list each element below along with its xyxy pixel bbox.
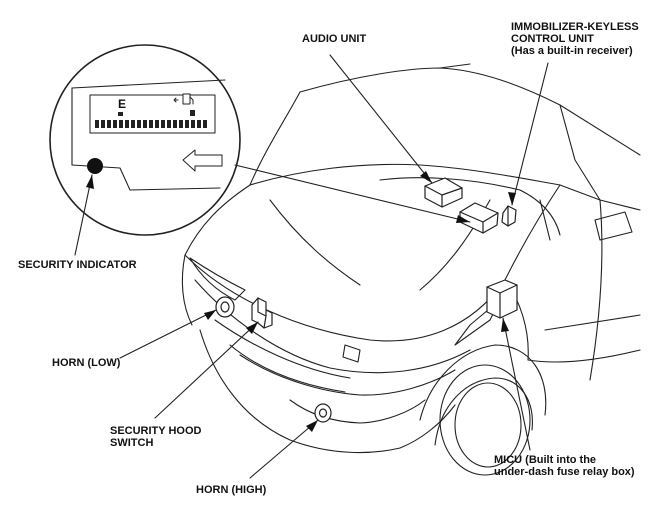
label-micu-line1: MICU (Built into the [494, 454, 597, 466]
audio-unit-box [424, 177, 463, 208]
security-indicator-dot [87, 158, 103, 174]
label-audio-unit: AUDIO UNIT [302, 33, 367, 45]
label-micu: MICU (Built into the under-dash fuse rel… [494, 454, 635, 478]
leader-lines [74, 54, 549, 479]
gauge-control-module [459, 202, 499, 234]
immobilizer-unit [501, 205, 517, 227]
label-security-hood-switch-line2: SWITCH [110, 437, 154, 449]
fuel-gauge-bar [95, 110, 207, 128]
label-horn-high: HORN (HIGH) [196, 484, 267, 496]
label-immobilizer-line2: CONTROL UNIT [511, 33, 594, 45]
label-security-hood-switch: SECURITY HOOD SWITCH [110, 425, 201, 449]
label-immobilizer-line1: IMMOBILIZER-KEYLESS [511, 21, 639, 33]
car-body [181, 63, 641, 476]
label-security-hood-switch-line1: SECURITY HOOD [110, 425, 202, 437]
gauge-magnifier [49, 44, 241, 236]
components [215, 177, 518, 423]
arrow-left-icon [182, 149, 223, 172]
label-immobilizer: IMMOBILIZER-KEYLESS CONTROL UNIT (Has a … [511, 21, 639, 57]
horn-low [215, 296, 235, 318]
fuel-empty-letter: E [118, 97, 126, 111]
horn-high [314, 403, 332, 423]
label-security-indicator: SECURITY INDICATOR [18, 259, 137, 271]
micu-box [486, 279, 518, 319]
security-hood-switch [251, 297, 273, 329]
fuel-pump-icon [173, 93, 194, 105]
label-horn-low: HORN (LOW) [52, 357, 121, 369]
label-micu-line2: under-dash fuse relay box) [494, 466, 635, 478]
label-immobilizer-line3: (Has a built-in receiver) [511, 45, 633, 57]
